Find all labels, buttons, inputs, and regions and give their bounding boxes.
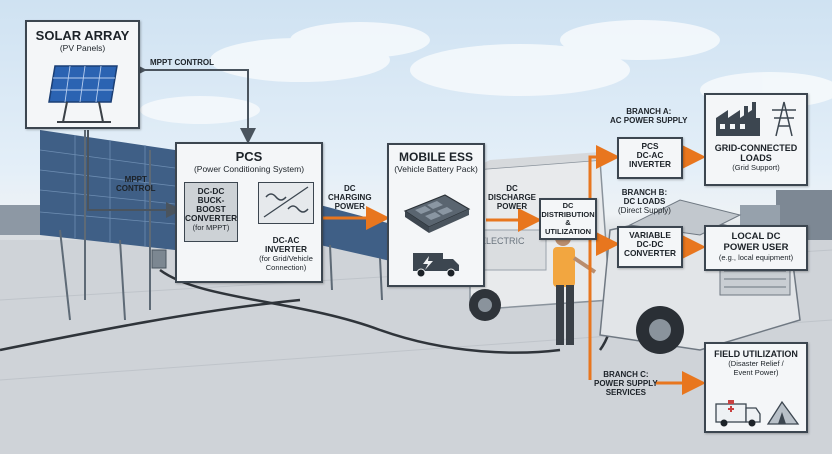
field-title: FIELD UTILIZATION bbox=[714, 349, 798, 359]
dcdc-line3: CONVERTER bbox=[185, 213, 238, 223]
branch-a-label: BRANCH A: AC POWER SUPPLY bbox=[610, 107, 688, 125]
field-sub1: (Disaster Relief / bbox=[728, 359, 784, 368]
dc-discharge-label: DC DISCHARGE POWER bbox=[488, 184, 536, 211]
factory-and-pylon-icon bbox=[716, 101, 796, 137]
battery-pack-icon bbox=[403, 194, 471, 233]
dc-charging-l2: CHARGING bbox=[328, 193, 372, 202]
dc-discharge-l1: DC bbox=[506, 184, 518, 193]
grid-loads-l2: LOADS bbox=[740, 153, 772, 163]
variable-dc-dc-converter-box: VARIABLE DC-DC CONVERTER bbox=[617, 226, 683, 268]
pcs-inv-box-l1: PCS bbox=[641, 141, 659, 151]
dist-line3: & bbox=[565, 218, 571, 227]
branch-b-l2: DC LOADS bbox=[623, 197, 666, 206]
dc-charging-l1: DC bbox=[344, 184, 356, 193]
van-label: ELECTRIC bbox=[480, 236, 525, 246]
pcs-inv-box-l2: DC-AC bbox=[636, 150, 664, 160]
mppt-label-line2: CONTROL bbox=[116, 184, 156, 193]
mppt-control-top-label: MPPT CONTROL bbox=[150, 58, 214, 67]
pcs-inv-line1: DC-AC bbox=[272, 235, 300, 245]
dist-line4: UTILIZATION bbox=[544, 226, 592, 236]
branch-c-label: BRANCH C: POWER SUPPLY SERVICES bbox=[594, 370, 658, 397]
grid-connected-loads-box: GRID-CONNECTED LOADS (Grid Support) bbox=[704, 93, 808, 186]
grid-loads-text: GRID-CONNECTED LOADS (Grid Support) bbox=[706, 143, 806, 172]
branch-b-l1: BRANCH B: bbox=[621, 188, 668, 197]
branch-c-l1: BRANCH C: bbox=[603, 370, 649, 379]
electric-van-icon bbox=[413, 253, 459, 278]
mppt-control-left-arrow bbox=[87, 130, 182, 218]
grid-loads-sub: (Grid Support) bbox=[732, 163, 780, 172]
dcdc-line2: BUCK-BOOST bbox=[196, 195, 226, 214]
mppt-label-line1: MPPT bbox=[124, 175, 147, 184]
pcs-inverter-label: DC-AC INVERTER (for Grid/Vehicle Connect… bbox=[249, 235, 323, 273]
ambulance-and-tent-icon bbox=[715, 400, 800, 427]
dcdc-line1: DC-DC bbox=[197, 186, 225, 196]
grid-loads-l1: GRID-CONNECTED bbox=[714, 143, 798, 153]
dcdc-sub: (for MPPT) bbox=[192, 223, 230, 232]
field-sub2: Event Power) bbox=[733, 368, 779, 377]
dcdc-box-l2: DC-DC bbox=[636, 239, 664, 249]
dist-line1: DC bbox=[562, 201, 574, 210]
pcs-dc-ac-inverter-box: PCS DC-AC INVERTER bbox=[617, 137, 683, 179]
dc-discharge-l3: POWER bbox=[496, 202, 528, 211]
dc-discharge-l2: DISCHARGE bbox=[488, 193, 537, 202]
pcs-inv-sub1: (for Grid/Vehicle bbox=[259, 254, 313, 263]
dc-charging-l3: POWER bbox=[334, 202, 365, 211]
field-utilization-box: FIELD UTILIZATION (Disaster Relief / Eve… bbox=[704, 342, 808, 433]
inverter-symbol-icon bbox=[263, 186, 309, 218]
pcs-subtitle: (Power Conditioning System) bbox=[193, 164, 305, 174]
branch-b-l3: (Direct Supply) bbox=[618, 206, 671, 215]
local-dc-l1: LOCAL DC bbox=[731, 231, 781, 242]
local-dc-l2: POWER USER bbox=[723, 242, 789, 253]
mppt-control-left-label: MPPT CONTROL bbox=[116, 175, 156, 193]
pcs-box: PCS (Power Conditioning System) DC-DC BU… bbox=[175, 142, 323, 283]
branch-c-l2: POWER SUPPLY bbox=[594, 379, 658, 388]
solar-array-title: SOLAR ARRAY bbox=[35, 28, 130, 43]
dc-charging-label: DC CHARGING POWER bbox=[328, 184, 372, 211]
branch-c-l3: SERVICES bbox=[605, 388, 647, 397]
dcdc-buck-boost-converter: DC-DC BUCK-BOOST CONVERTER (for MPPT) bbox=[184, 182, 238, 242]
local-dc-power-user-box: LOCAL DC POWER USER (e.g., local equipme… bbox=[704, 225, 808, 271]
mobile-ess-box: MOBILE ESS (Vehicle Battery Pack) bbox=[387, 143, 485, 287]
local-dc-sub: (e.g., local equipment) bbox=[718, 253, 794, 262]
dcdc-box-l3: CONVERTER bbox=[623, 248, 677, 258]
dcdc-box-l1: VARIABLE bbox=[629, 230, 671, 240]
inverter-symbol-box bbox=[258, 182, 314, 224]
pcs-inv-line2: INVERTER bbox=[265, 244, 307, 254]
branch-a-l1: BRANCH A: bbox=[626, 107, 672, 116]
branch-b-label: BRANCH B: DC LOADS (Direct Supply) bbox=[618, 188, 671, 215]
dc-distribution-box: DC DISTRIBUTION & UTILIZATION bbox=[539, 198, 597, 240]
branch-a-l2: AC POWER SUPPLY bbox=[610, 116, 688, 125]
pcs-inv-sub2: Connection) bbox=[265, 263, 307, 272]
mppt-control-top-arrow bbox=[131, 62, 256, 144]
solar-array-subtitle: (PV Panels) bbox=[59, 43, 106, 53]
solar-array-box: SOLAR ARRAY (PV Panels) bbox=[25, 20, 140, 129]
mobile-ess-subtitle: (Vehicle Battery Pack) bbox=[394, 164, 478, 174]
pcs-inv-box-l3: INVERTER bbox=[629, 159, 671, 169]
mobile-ess-title: MOBILE ESS bbox=[398, 150, 473, 164]
pcs-title: PCS bbox=[235, 149, 263, 164]
dist-line2: DISTRIBUTION bbox=[541, 209, 595, 219]
solar-panel-icon bbox=[48, 65, 118, 123]
